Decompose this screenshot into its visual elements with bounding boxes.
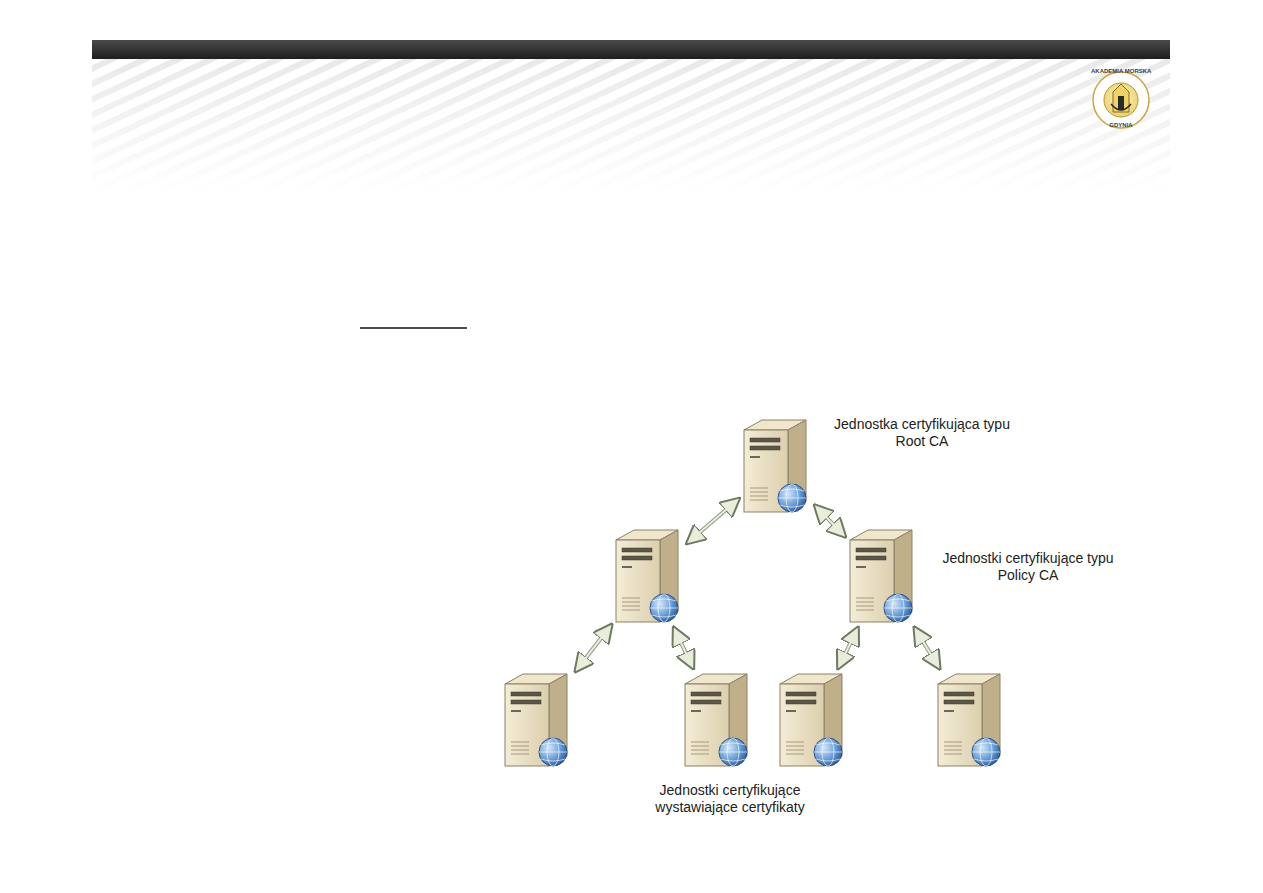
arrow-shaft-fill (842, 635, 855, 661)
server-node (778, 672, 848, 768)
server-icon (505, 674, 567, 766)
server-node (503, 672, 573, 768)
double-arrow (677, 635, 690, 661)
node-heading: Jednostki certyfikujące typu Policy CA (938, 550, 1118, 584)
double-arrow (693, 504, 733, 538)
server-node (614, 528, 684, 624)
double-arrow (919, 634, 936, 662)
arrow-shaft-fill (919, 634, 936, 662)
server-icon (850, 530, 912, 622)
arrow-shaft-fill (820, 511, 839, 531)
header-fade (92, 58, 1170, 193)
server-icon (503, 672, 573, 768)
tier-caption: Jednostki certyfikujące wystawiające cer… (640, 782, 820, 816)
server-node: Jednostka certyfikująca typu Root CA (742, 418, 812, 514)
server-icon (614, 528, 684, 624)
underline (360, 327, 467, 329)
server-icon (685, 674, 747, 766)
arrow-shaft-fill (580, 631, 606, 665)
double-arrow (580, 631, 606, 665)
server-icon (744, 420, 806, 512)
double-arrow (820, 511, 839, 531)
arrow-shaft-fill (677, 635, 690, 661)
server-icon (683, 672, 753, 768)
logo (1093, 72, 1149, 128)
arrow-shaft-fill (693, 504, 733, 538)
server-icon (936, 672, 1006, 768)
node-heading: Jednostka certyfikująca typu Root CA (832, 416, 1012, 450)
server-icon (848, 528, 918, 624)
header-stripes (92, 58, 1170, 193)
server-icon (616, 530, 678, 622)
server-icon (742, 418, 812, 514)
server-node (683, 672, 753, 768)
header-bar (92, 40, 1170, 59)
server-icon (938, 674, 1000, 766)
double-arrow (842, 635, 855, 661)
server-node: Jednostki certyfikujące typu Policy CA (848, 528, 918, 624)
server-node (936, 672, 1006, 768)
server-icon (778, 672, 848, 768)
server-icon (780, 674, 842, 766)
logo-text: GDYNIA (1091, 122, 1151, 129)
logo-text: AKADEMIA MORSKA (1091, 68, 1151, 75)
